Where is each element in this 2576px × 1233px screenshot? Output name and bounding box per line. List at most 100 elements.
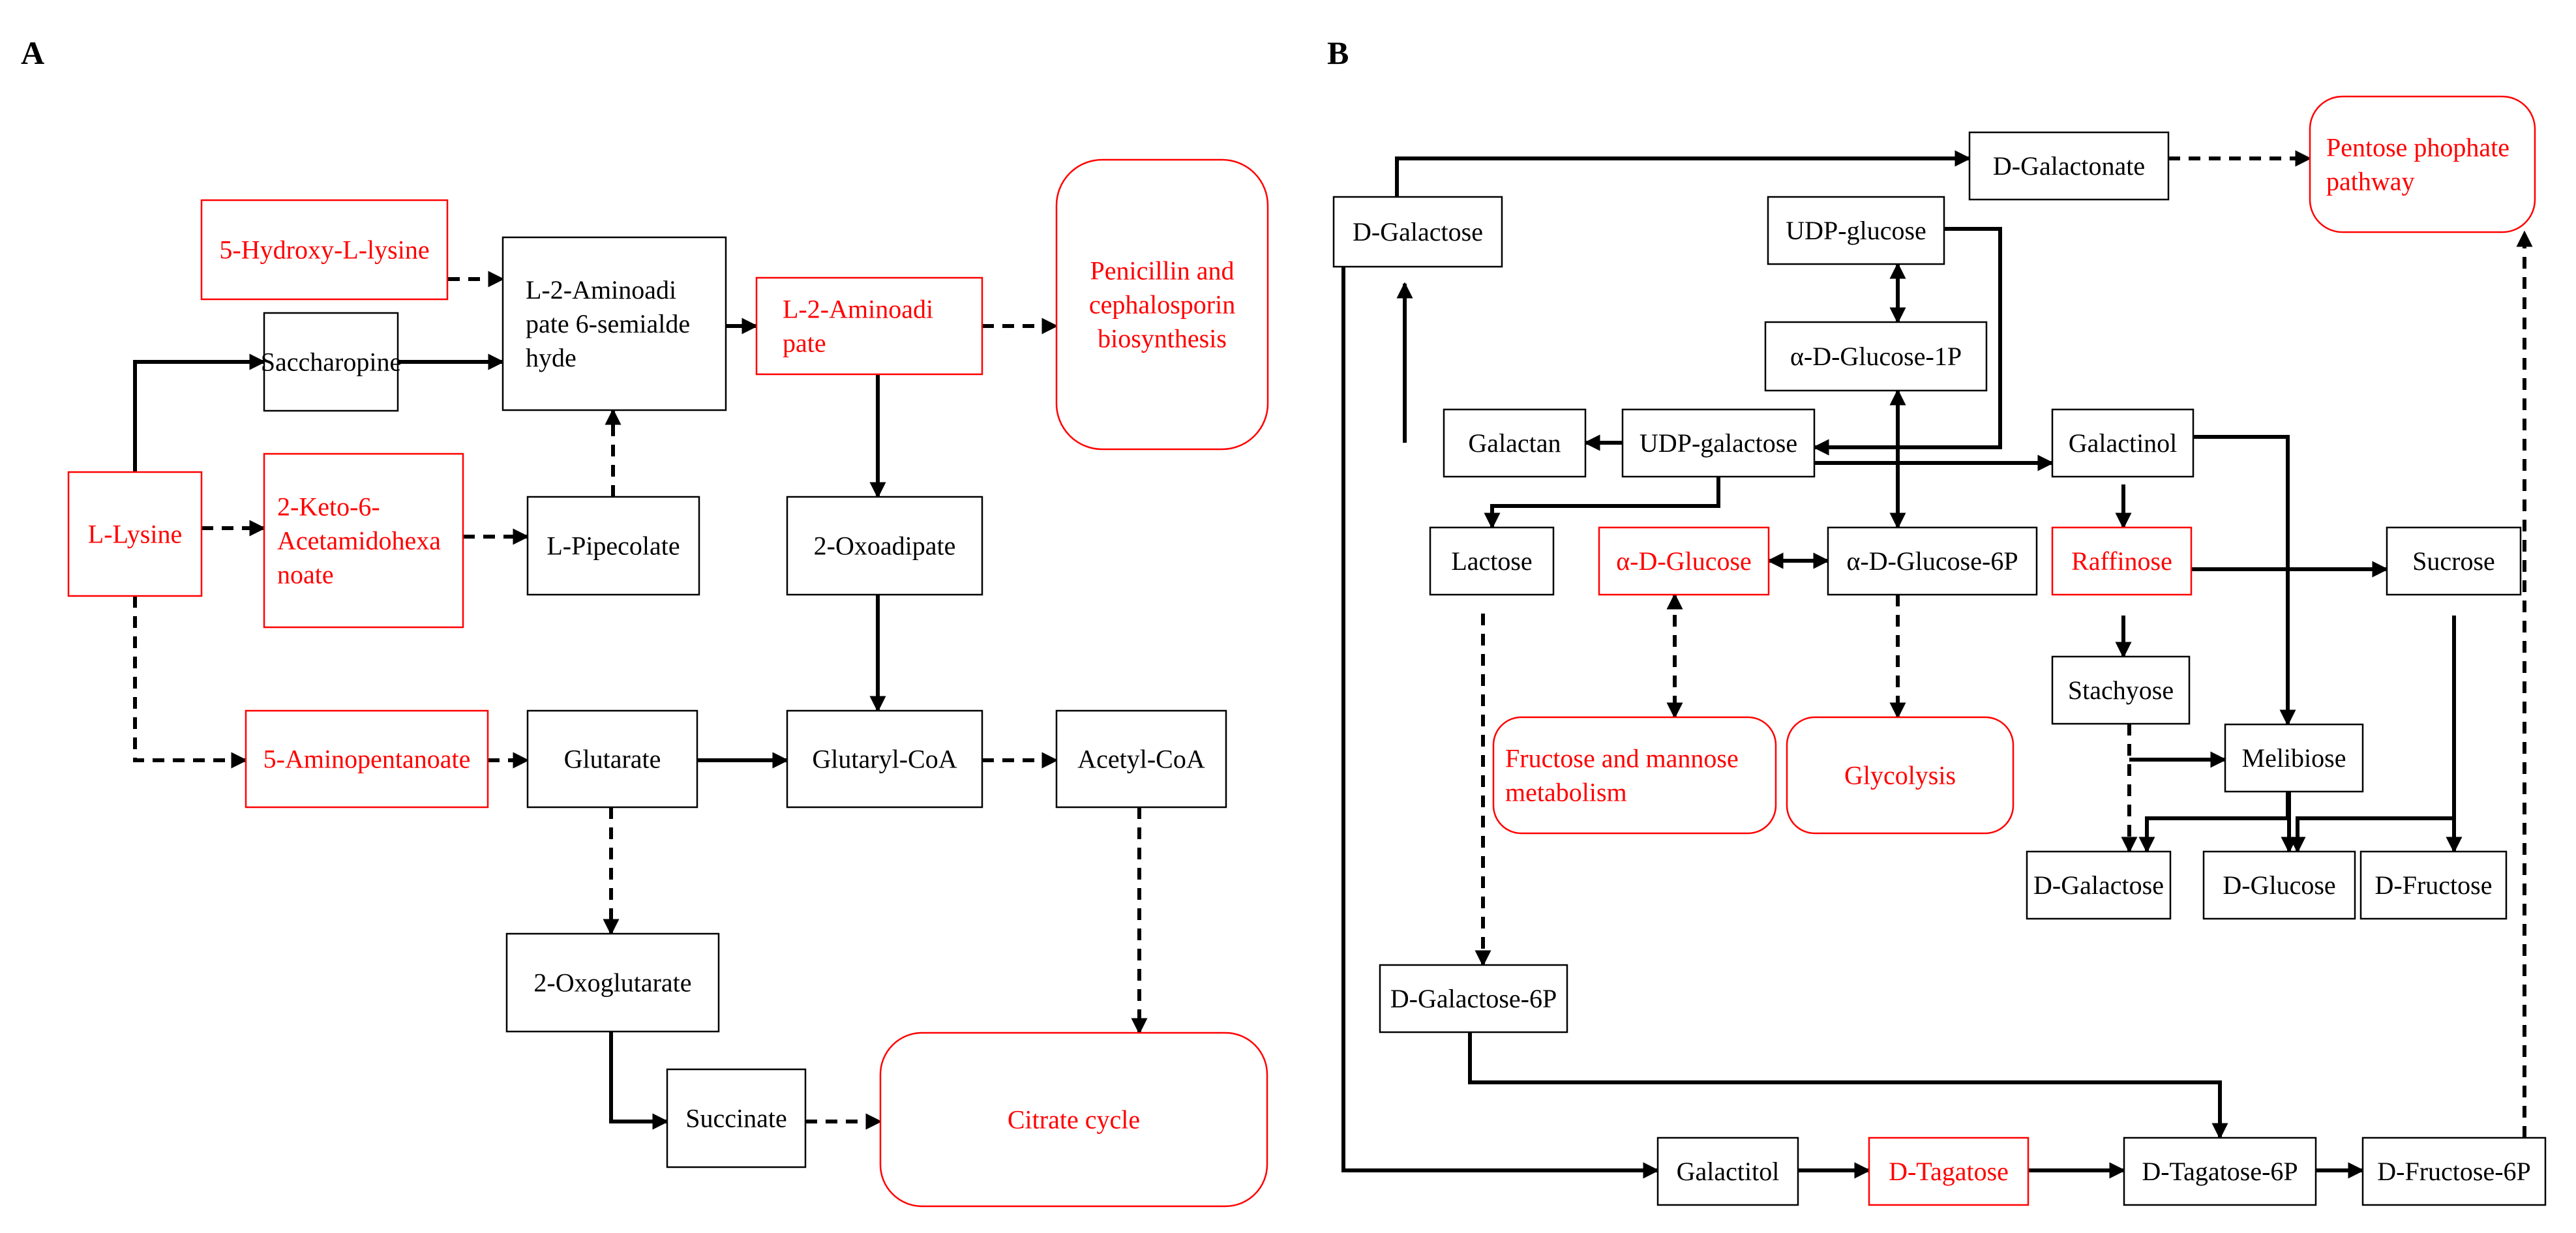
node-a-hydroxylysine: 5-Hydroxy-L-lysine	[200, 199, 449, 301]
node-box	[200, 199, 449, 301]
node-label: α-D-Glucose-1P	[1790, 342, 1962, 371]
node-box	[2051, 526, 2193, 596]
node-label: pate 6-semialde	[526, 309, 690, 338]
node-a-glutarylcoa: Glutaryl-CoA	[786, 709, 983, 809]
node-label: Galactitol	[1677, 1157, 1780, 1186]
node-b-galactan: Galactan	[1443, 408, 1587, 478]
node-label: pate	[783, 329, 826, 358]
node-b-galactinol: Galactinol	[2051, 408, 2194, 478]
node-a-citrate: Citrate cycle	[879, 1032, 1268, 1208]
node-label: biosynthesis	[1098, 324, 1227, 353]
node-label: Sucrose	[2412, 546, 2495, 576]
node-label: Saccharopine	[261, 348, 401, 377]
node-label: D-Galactonate	[1993, 151, 2145, 181]
node-box	[1598, 526, 1770, 596]
node-label: Pentose phophate	[2326, 133, 2509, 162]
node-label: Acetyl-CoA	[1077, 745, 1205, 774]
node-b-lactose: Lactose	[1429, 526, 1555, 596]
node-label: L-2-Aminoadi	[783, 295, 933, 324]
node-label: metabolism	[1505, 778, 1627, 807]
node-box	[1827, 526, 2038, 596]
node-box	[1379, 964, 1568, 1033]
node-label: 5-Aminopentanoate	[263, 745, 471, 774]
node-box	[2051, 408, 2194, 478]
node-label: D-Fructose-6P	[2377, 1157, 2531, 1186]
node-a-aminopentanoate: 5-Aminopentanoate	[245, 709, 489, 809]
node-label: 2-Keto-6-	[277, 492, 380, 522]
node-box	[263, 312, 399, 412]
edges	[133, 150, 2533, 1179]
node-a-glutarate: Glutarate	[526, 709, 698, 809]
node-box	[879, 1032, 1268, 1208]
node-box	[2026, 850, 2172, 920]
node-b-dglucose: D-Glucose	[2202, 850, 2356, 920]
node-label: noate	[277, 560, 334, 589]
panel-label-b: B	[1327, 35, 1349, 71]
node-box	[2361, 1136, 2547, 1206]
edge-b-sucrose-to-b-dglucose	[2289, 616, 2456, 854]
node-box	[245, 709, 489, 809]
node-label: α-D-Glucose-6P	[1846, 546, 2018, 576]
node-label: L-Pipecolate	[547, 531, 680, 561]
edge-a-oxoglutarate-to-a-succinate	[609, 1032, 669, 1130]
node-box	[1443, 408, 1587, 478]
node-b-udpgalactose: UDP-galactose	[1621, 408, 1816, 478]
node-box	[1764, 321, 1988, 392]
node-a-oxoadipate: 2-Oxoadipate	[786, 496, 983, 596]
node-b-glycolysis: Glycolysis	[1786, 716, 2014, 835]
node-label: Glutaryl-CoA	[812, 745, 957, 774]
node-box	[1055, 709, 1227, 809]
node-box	[1332, 196, 1503, 268]
node-box	[1055, 158, 1269, 451]
node-a-saccharopine: Saccharopine	[261, 312, 401, 412]
node-label: UDP-glucose	[1786, 216, 1926, 245]
node-b-glucose6p: α-D-Glucose-6P	[1827, 526, 2038, 596]
node-label: cephalosporin	[1089, 290, 1235, 319]
node-label: Galactinol	[2069, 428, 2178, 458]
node-label: Glycolysis	[1844, 761, 1956, 790]
node-label: D-Tagatose	[1889, 1157, 2009, 1186]
node-label: Galactan	[1468, 428, 1561, 458]
node-b-dfructose: D-Fructose	[2359, 850, 2508, 920]
node-a-pipecolate: L-Pipecolate	[526, 496, 700, 596]
node-box	[505, 932, 720, 1033]
node-label: 5-Hydroxy-L-lysine	[219, 235, 429, 265]
node-b-sucrose: Sucrose	[2386, 526, 2522, 596]
node-b-melibiose: Melibiose	[2224, 723, 2364, 793]
node-box	[1767, 196, 1945, 265]
node-box	[786, 709, 983, 809]
node-b-galactitol: Galactitol	[1656, 1136, 1799, 1206]
node-label: L-Lysine	[88, 520, 182, 549]
node-label: Lactose	[1451, 546, 1532, 576]
node-label: Fructose and mannose	[1505, 744, 1739, 773]
node-box	[2359, 850, 2508, 920]
node-label: Raffinose	[2071, 546, 2172, 576]
node-box	[263, 453, 464, 629]
node-b-dfructose6p: D-Fructose-6P	[2361, 1136, 2547, 1206]
node-label: UDP-galactose	[1640, 428, 1797, 458]
node-label: hyde	[526, 343, 577, 372]
node-box	[666, 1068, 807, 1168]
node-box	[1656, 1136, 1799, 1206]
node-label: D-Galactose	[1353, 217, 1483, 246]
edge-b-dgalactose-top-to-b-galactitol	[1341, 267, 1660, 1179]
node-box	[2386, 526, 2522, 596]
node-box	[755, 276, 983, 376]
edge-a-lysine-to-a-saccharopine	[133, 353, 266, 472]
node-label: Melibiose	[2242, 743, 2346, 773]
edge-b-galactinol-to-b-melibiose	[2193, 435, 2296, 726]
node-label: α-D-Glucose	[1616, 546, 1752, 576]
node-box	[1429, 526, 1555, 596]
node-b-glucose1p: α-D-Glucose-1P	[1764, 321, 1988, 392]
node-box	[502, 236, 727, 411]
node-box	[67, 471, 203, 597]
node-label: 2-Oxoglutarate	[533, 968, 691, 998]
node-box	[786, 496, 983, 596]
node-b-raffinose: Raffinose	[2051, 526, 2193, 596]
panel-label-a: A	[21, 35, 44, 71]
node-box	[2224, 723, 2364, 793]
node-b-dtagatose6p: D-Tagatose-6P	[2123, 1136, 2317, 1206]
node-label: Stachyose	[2068, 676, 2174, 705]
